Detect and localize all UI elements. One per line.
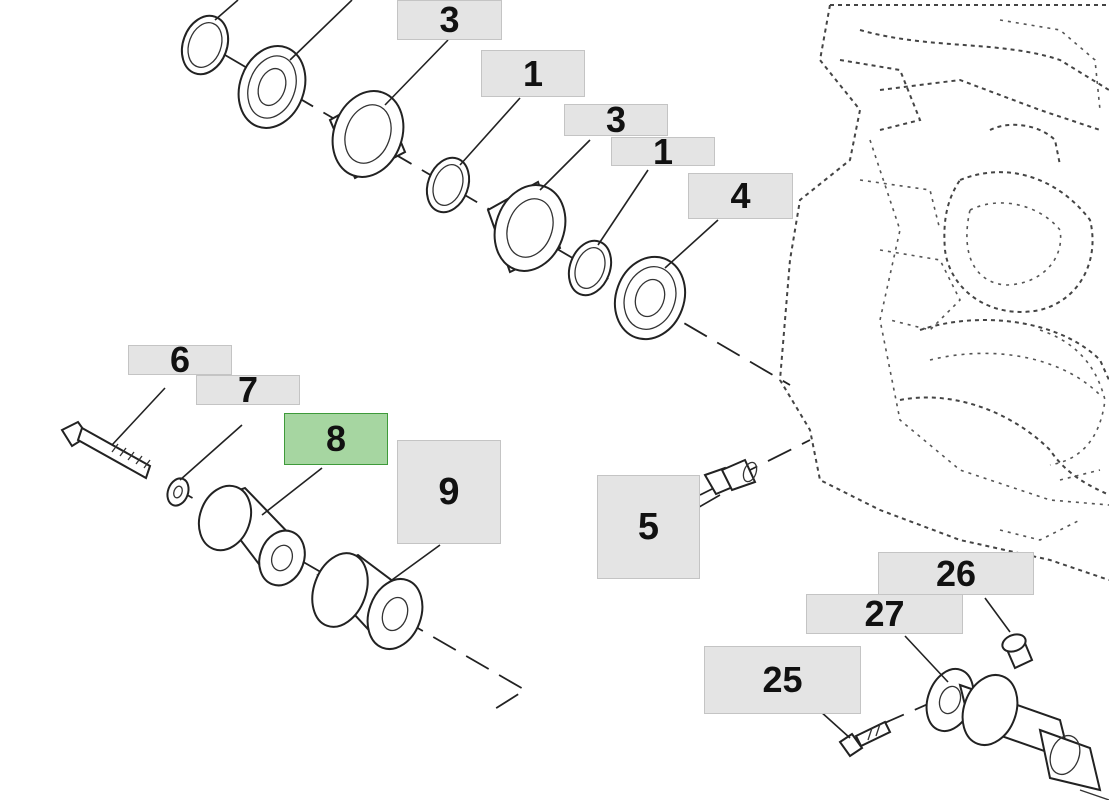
callout-6[interactable]: 6 — [128, 339, 232, 380]
callout-27[interactable]: 27 — [806, 593, 963, 634]
callout-9[interactable]: 9 — [397, 440, 501, 544]
washer-7 — [166, 477, 190, 507]
pin-axis-line — [879, 689, 961, 726]
pivot-pin-27 — [925, 668, 1109, 800]
callout-3-middle[interactable]: 3 — [564, 99, 668, 140]
callout-8-selected[interactable]: 8 — [284, 413, 388, 465]
snap-ring-top — [180, 14, 230, 76]
callout-1-middle[interactable]: 1 — [611, 131, 715, 172]
housing-outline — [778, 4, 1109, 581]
callout-7[interactable]: 7 — [196, 369, 300, 410]
snap-ring-a — [425, 156, 471, 214]
callout-3-top[interactable]: 3 — [397, 0, 502, 40]
bushing-8 — [197, 484, 306, 587]
callout-1-top[interactable]: 1 — [481, 50, 585, 97]
leader-lines — [111, 0, 1011, 739]
bearing-b — [486, 180, 567, 274]
callout-26[interactable]: 26 — [878, 552, 1034, 595]
seal-4 — [613, 255, 687, 341]
fitting-5 — [703, 458, 758, 496]
bushing-26 — [1001, 633, 1034, 670]
bushing-9 — [311, 552, 424, 650]
seal-top — [237, 45, 307, 129]
callout-4[interactable]: 4 — [688, 173, 793, 219]
snap-ring-b — [567, 239, 613, 297]
bolt-25 — [838, 720, 892, 758]
callout-25[interactable]: 25 — [704, 646, 861, 714]
bearing-a — [328, 90, 407, 180]
callout-5[interactable]: 5 — [597, 475, 700, 579]
bolt-6 — [60, 420, 152, 480]
